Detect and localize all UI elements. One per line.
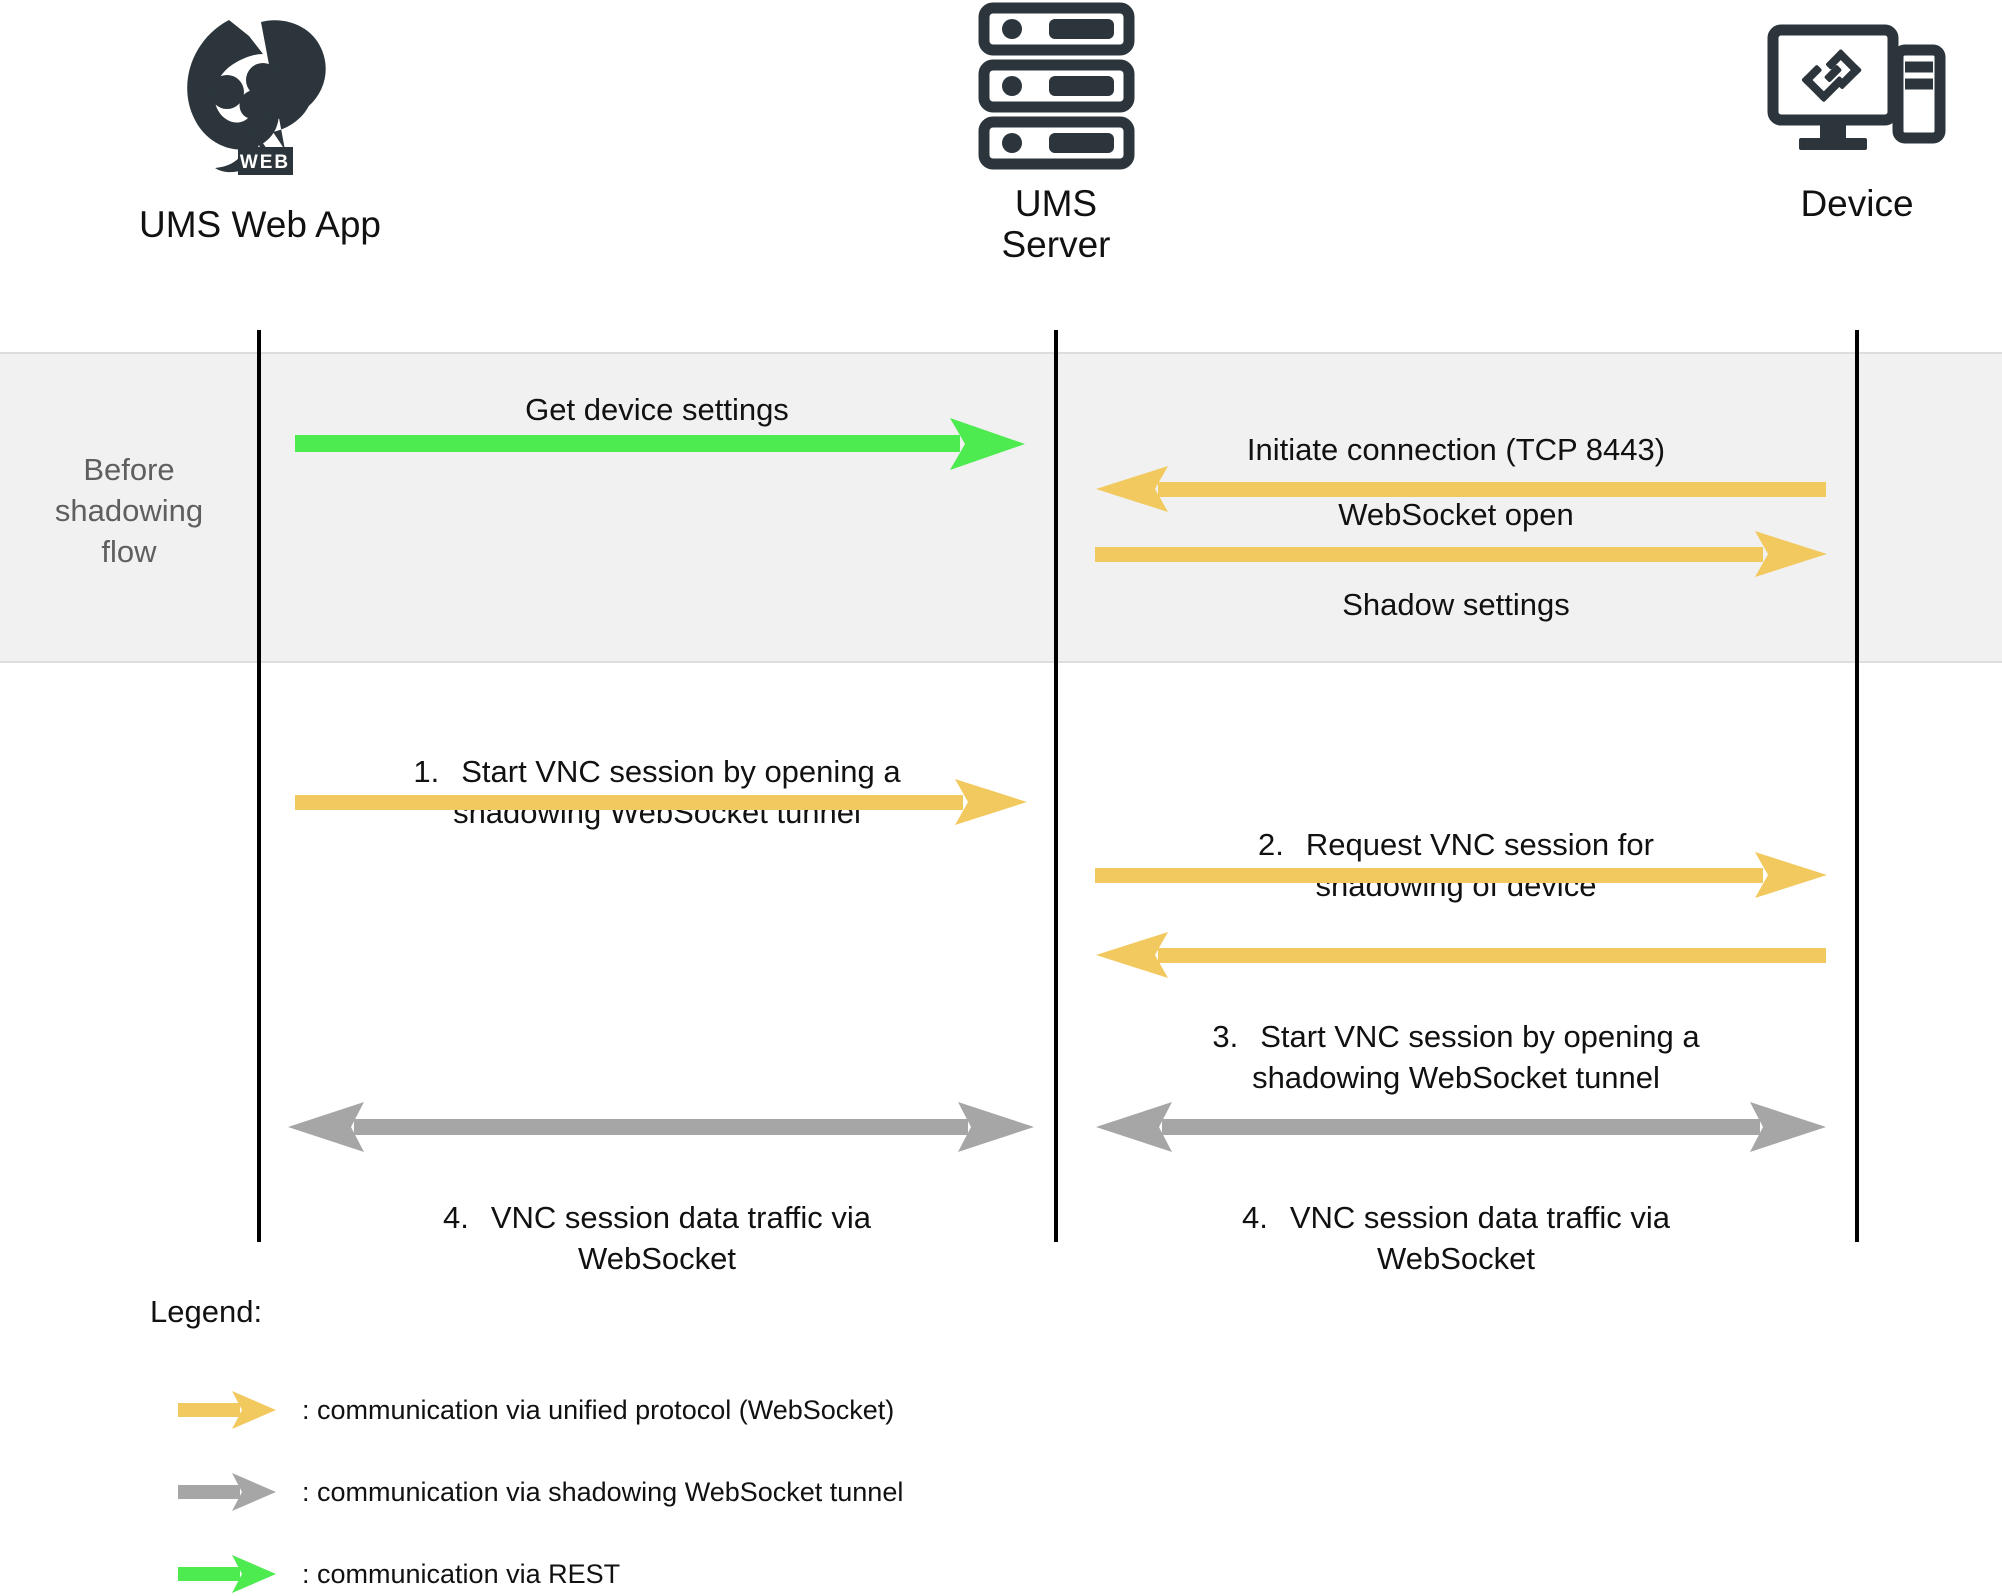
step-text: VNC session data traffic via WebSocket <box>490 1200 872 1276</box>
message-arrow-step-4-left <box>288 1100 1034 1154</box>
participant-device: Device <box>1657 12 2002 224</box>
legend-rest-arrow-icon <box>178 1552 276 1596</box>
legend-item-tunnel: : communication via shadowing WebSocket … <box>178 1470 903 1514</box>
message-label-initiate-connection: Initiate connection (TCP 8443) <box>1246 432 1666 467</box>
legend-websocket-arrow-icon <box>178 1388 276 1432</box>
ums-web-logo-icon: WEB <box>60 8 460 198</box>
step-number: 3. <box>1212 1019 1239 1055</box>
participant-ums-web-app: WEB UMS Web App <box>60 8 460 245</box>
phase-label-before-shadowing: Before shadowing flow <box>54 452 204 569</box>
message-arrow-get-device-settings <box>295 412 1025 476</box>
step-number: 4. <box>442 1200 469 1236</box>
message-arrow-step-4-right <box>1096 1100 1826 1154</box>
legend-item-websocket: : communication via unified protocol (We… <box>178 1388 894 1432</box>
desktop-computer-icon <box>1657 12 2002 177</box>
legend-tunnel-arrow-icon <box>178 1470 276 1514</box>
phase-band-before-shadowing <box>0 352 2002 663</box>
legend-item-label: : communication via shadowing WebSocket … <box>302 1476 904 1507</box>
message-arrow-step-1 <box>295 778 1027 826</box>
participant-ums-server: UMS Server <box>856 0 1256 266</box>
step-number: 2. <box>1258 827 1284 863</box>
participant-label: UMS Web App <box>139 204 381 245</box>
message-arrow-websocket-open <box>1095 530 1827 578</box>
message-label-step-3: 3. Start VNC session by opening a shadowi… <box>1056 977 1856 1098</box>
message-label-websocket-open: WebSocket open <box>1338 497 1574 532</box>
lifeline-ums-server <box>1054 330 1058 1242</box>
lifeline-ums-web-app <box>257 330 261 1242</box>
legend-item-rest: : communication via REST <box>178 1552 620 1596</box>
message-arrow-step-3 <box>1096 931 1826 979</box>
message-arrow-initiate-connection <box>1096 465 1826 513</box>
message-label-step-4-left: 4. VNC session data traffic via WebSocket <box>257 1158 1057 1279</box>
message-arrow-step-2 <box>1095 851 1827 899</box>
step-number: 1. <box>413 754 440 790</box>
legend-item-label: : communication via REST <box>302 1558 621 1589</box>
legend-title: Legend: <box>150 1294 263 1329</box>
message-label-get-device-settings: Get device settings <box>525 392 789 427</box>
participant-label: UMS Server <box>1001 183 1111 266</box>
step-text: VNC session data traffic via WebSocket <box>1289 1200 1671 1276</box>
lifeline-device <box>1855 330 1859 1242</box>
participant-label: Device <box>1800 183 1914 224</box>
legend-item-label: : communication via unified protocol (We… <box>302 1394 895 1425</box>
message-label-step-4-right: 4. VNC session data traffic via WebSocket <box>1056 1158 1856 1279</box>
message-label-shadow-settings: Shadow settings <box>1342 587 1570 622</box>
server-rack-icon <box>856 0 1256 177</box>
svg-text:WEB: WEB <box>240 152 290 173</box>
step-text: Start VNC session by opening a shadowing… <box>1252 1019 1700 1095</box>
step-number: 4. <box>1241 1200 1268 1236</box>
